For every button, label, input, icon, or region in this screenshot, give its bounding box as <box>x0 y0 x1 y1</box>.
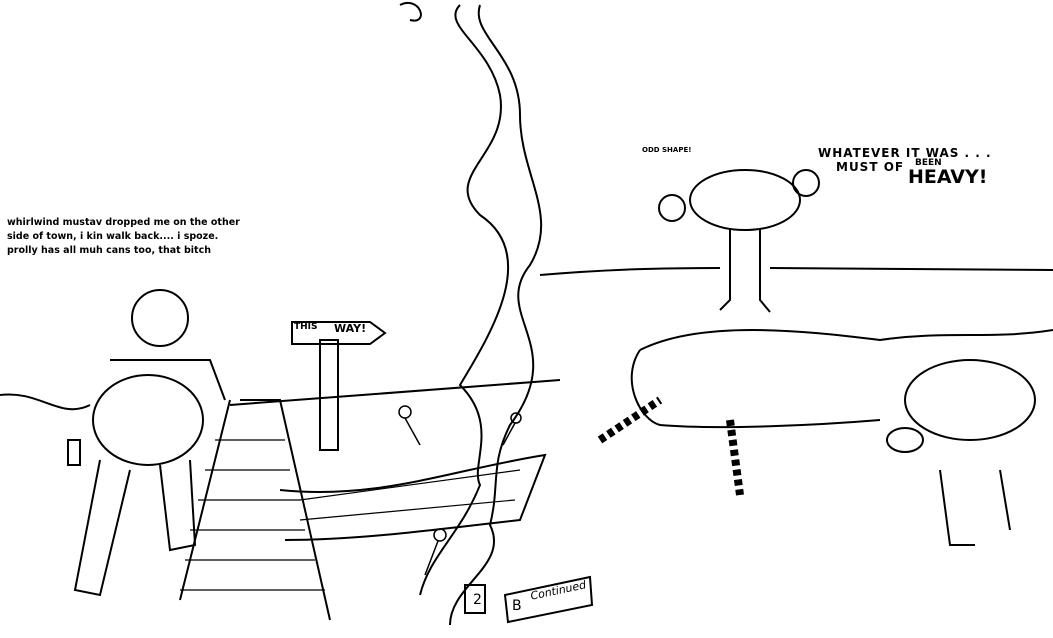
winding-river <box>399 2 543 626</box>
horizon-line <box>0 267 1053 411</box>
big-eared-character <box>658 169 820 313</box>
narration-caption: whirlwind mustav dropped me on the other… <box>7 217 240 256</box>
bricks <box>180 439 521 591</box>
speech-been: BEEN <box>915 158 942 168</box>
speech-must-of: MUST OF <box>836 160 905 174</box>
sign-post <box>291 321 387 451</box>
sign-text-way: WAY! <box>334 322 367 335</box>
crushed-body-crater <box>597 329 1053 546</box>
flowers <box>398 405 522 576</box>
to-be-label: B <box>512 598 522 614</box>
speech-whatever: WHATEVER IT WAS . . . <box>818 146 992 160</box>
page-number: 2 <box>473 592 482 608</box>
brick-path <box>179 399 547 621</box>
speech-odd-shape: ODD SHAPE! <box>642 146 692 154</box>
speech-heavy: HEAVY! <box>908 166 988 188</box>
fat-man-character <box>67 289 226 597</box>
to-be-continued-box <box>503 575 594 624</box>
sign-text-this: THIS <box>294 322 318 332</box>
page-number-box <box>464 584 486 614</box>
